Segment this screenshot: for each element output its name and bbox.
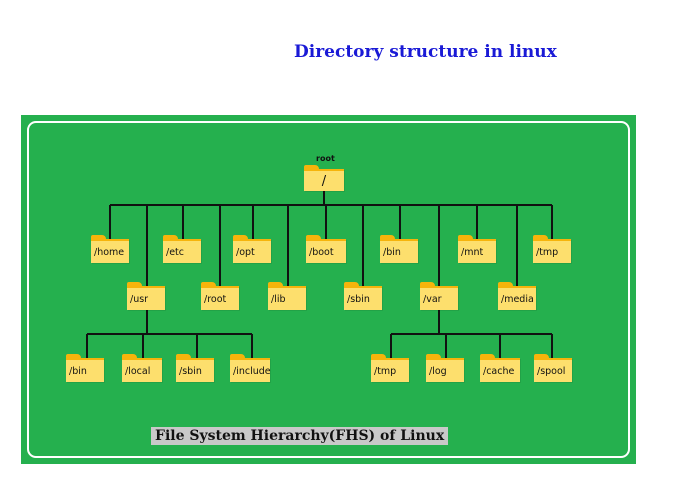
folder-tab [91,235,106,241]
folder-label: /media [501,293,534,305]
folder-usr-sbin: /sbin [176,354,214,382]
folder-icon: /sbin [344,286,382,310]
folder-label: /opt [236,246,255,258]
folder-icon: /log [426,358,464,382]
folder-usr-bin: /bin [66,354,104,382]
diagram-caption: File System Hierarchy(FHS) of Linux [151,427,449,445]
folder-tab [122,354,137,360]
folder-icon: /etc [163,239,201,263]
folder-label: /spool [537,365,566,377]
folder-label: /tmp [374,365,397,377]
folder-label: /log [429,365,447,377]
folder-icon: /bin [380,239,418,263]
folder-tab [420,282,435,288]
folder-icon: /cache [480,358,520,382]
folder-icon: /local [122,358,162,382]
folder-var-log: /log [426,354,464,382]
folder-mnt: /mnt [458,235,496,263]
folder-tab [380,235,395,241]
folder-tab [201,282,216,288]
folder-label: /sbin [179,365,202,377]
folder-icon: /include [230,358,271,382]
folder-home: /home [91,235,129,263]
folder-tab [230,354,245,360]
folder-tab [426,354,441,360]
folder-tab [66,354,81,360]
folder-icon: /lib [268,286,306,310]
folder-var-spool: /spool [534,354,572,382]
folder-icon: /media [498,286,536,310]
folder-icon: /var [420,286,458,310]
root-caption: root [316,154,335,163]
folder-icon: /spool [534,358,572,382]
folder-label: /local [125,365,151,377]
folder-label: /cache [483,365,515,377]
folder-icon: /home [91,239,129,263]
folder-tab [304,165,319,171]
folder-label: /sbin [347,293,370,305]
folder-label: /bin [383,246,401,258]
folder-label: /home [94,246,125,258]
folder-icon: / [304,169,344,191]
folder-root: / [304,165,344,191]
folder-icon: /opt [233,239,271,263]
folder-tab [233,235,248,241]
folder-icon: /tmp [371,358,409,382]
folder-bin: /bin [380,235,418,263]
page-title: Directory structure in linux [294,42,557,62]
folder-label: /var [423,293,442,305]
folder-sbin: /sbin [344,282,382,310]
folder-label: /usr [130,293,149,305]
folder-usr-include: /include [230,354,271,382]
folder-label: /boot [309,246,334,258]
folder-icon: /root [201,286,239,310]
folder-tab [306,235,321,241]
folder-icon: /mnt [458,239,496,263]
folder-tab [176,354,191,360]
folder-var-cache: /cache [480,354,520,382]
folder-var: /var [420,282,458,310]
folder-etc: /etc [163,235,201,263]
folder-tab [498,282,513,288]
folder-label: /lib [271,293,286,305]
folder-label: /etc [166,246,184,258]
folder-tab [480,354,495,360]
folder-label: /root [204,293,227,305]
folder-tab [163,235,178,241]
folder-root-dir: /root [201,282,239,310]
folder-var-tmp: /tmp [371,354,409,382]
folder-tab [344,282,359,288]
folder-icon: /sbin [176,358,214,382]
folder-lib: /lib [268,282,306,310]
folder-tab [534,354,549,360]
folder-label: / [321,173,327,189]
folder-tab [371,354,386,360]
folder-tab [268,282,283,288]
folder-icon: /bin [66,358,104,382]
folder-tab [533,235,548,241]
folder-icon: /usr [127,286,165,310]
folder-media: /media [498,282,536,310]
folder-icon: /tmp [533,239,571,263]
folder-icon: /boot [306,239,346,263]
folder-label: /tmp [536,246,559,258]
panel-border [27,121,630,458]
folder-label: /include [233,365,271,377]
folder-boot: /boot [306,235,346,263]
folder-tmp: /tmp [533,235,571,263]
folder-tab [127,282,142,288]
folder-usr: /usr [127,282,165,310]
folder-usr-local: /local [122,354,162,382]
folder-opt: /opt [233,235,271,263]
folder-label: /bin [69,365,87,377]
folder-label: /mnt [461,246,484,258]
folder-tab [458,235,473,241]
